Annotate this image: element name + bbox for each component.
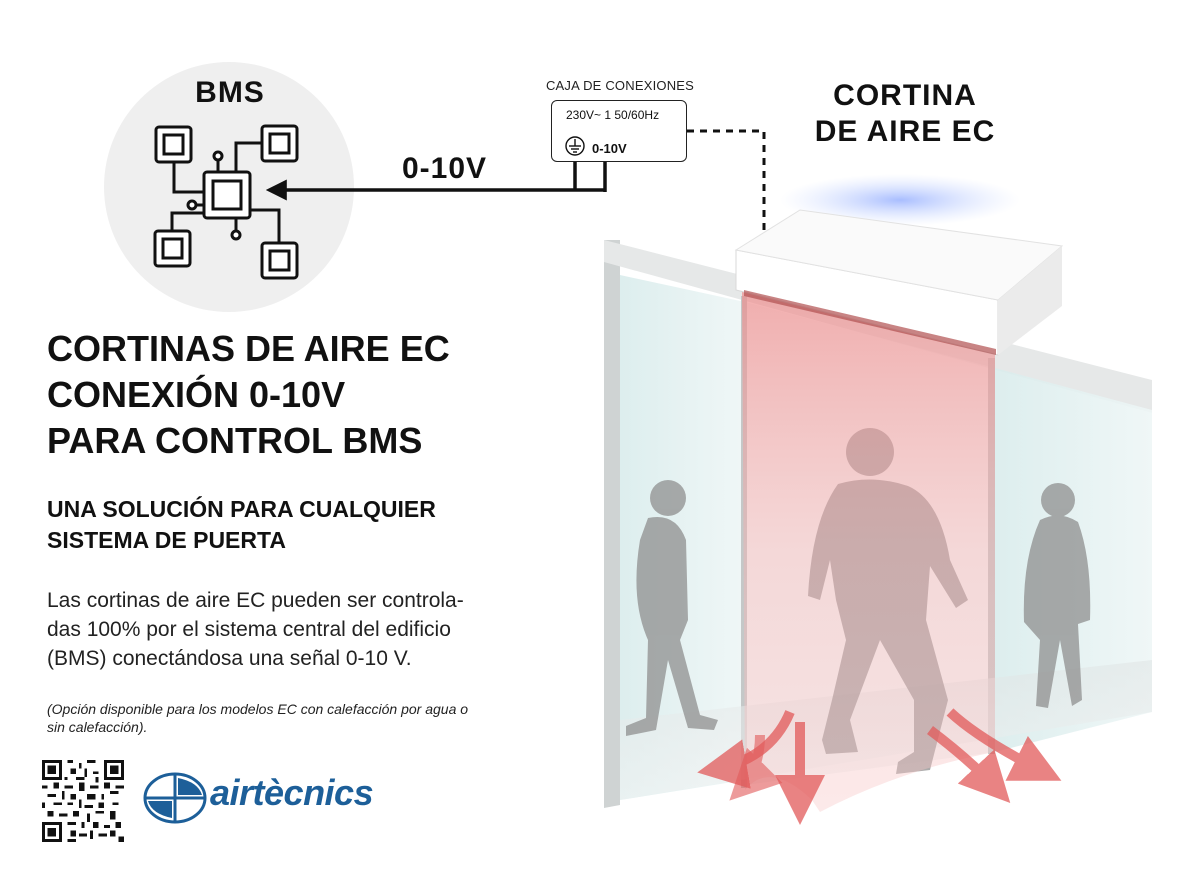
signal-label: 0-10V	[402, 152, 488, 185]
junction-box: 230V~ 1 50/60Hz 0-10V	[551, 100, 687, 162]
headline: CORTINAS DE AIRE EC CONEXIÓN 0-10V PARA …	[47, 326, 567, 464]
junction-signal: 0-10V	[592, 141, 627, 156]
body-line2: das 100% por el sistema central del edif…	[47, 618, 451, 641]
headline-line1: CORTINAS DE AIRE EC	[47, 328, 450, 369]
curtain-label-line2: DE AIRE EC	[814, 115, 996, 148]
qr-code-icon[interactable]	[42, 760, 124, 842]
subheadline: UNA SOLUCIÓN PARA CUALQUIER SISTEMA DE P…	[47, 494, 567, 556]
airtecnics-logo-text: airtècnics	[210, 772, 374, 813]
curtain-label-line1: CORTINA	[833, 79, 977, 112]
headline-line2: CONEXIÓN 0-10V	[47, 374, 346, 415]
junction-box-label: CAJA DE CONEXIONES	[545, 78, 695, 93]
air-curtain-unit	[734, 209, 1064, 356]
body-text: Las cortinas de aire EC pueden ser contr…	[47, 586, 537, 673]
bms-title: BMS	[195, 76, 265, 109]
footnote-line2: sin calefacción).	[47, 719, 148, 735]
footnote: (Opción disponible para los modelos EC c…	[47, 700, 547, 736]
curtain-label: CORTINA DE AIRE EC	[800, 78, 1010, 150]
ground-icon	[565, 136, 585, 156]
power-dashed-wire	[687, 129, 766, 232]
airtecnics-logo-icon	[143, 772, 207, 824]
signal-wire	[265, 161, 607, 201]
subheadline-line2: SISTEMA DE PUERTA	[47, 527, 286, 553]
headline-line3: PARA CONTROL BMS	[47, 420, 423, 461]
footnote-line1: (Opción disponible para los modelos EC c…	[47, 701, 469, 717]
network-icon	[153, 124, 299, 280]
body-line3: (BMS) conectándosa una señal 0-10 V.	[47, 647, 412, 670]
body-line1: Las cortinas de aire EC pueden ser contr…	[47, 589, 464, 612]
blue-glow	[780, 174, 1020, 226]
junction-voltage: 230V~ 1 50/60Hz	[566, 108, 660, 122]
airflow	[697, 290, 1062, 825]
subheadline-line1: UNA SOLUCIÓN PARA CUALQUIER	[47, 496, 436, 522]
